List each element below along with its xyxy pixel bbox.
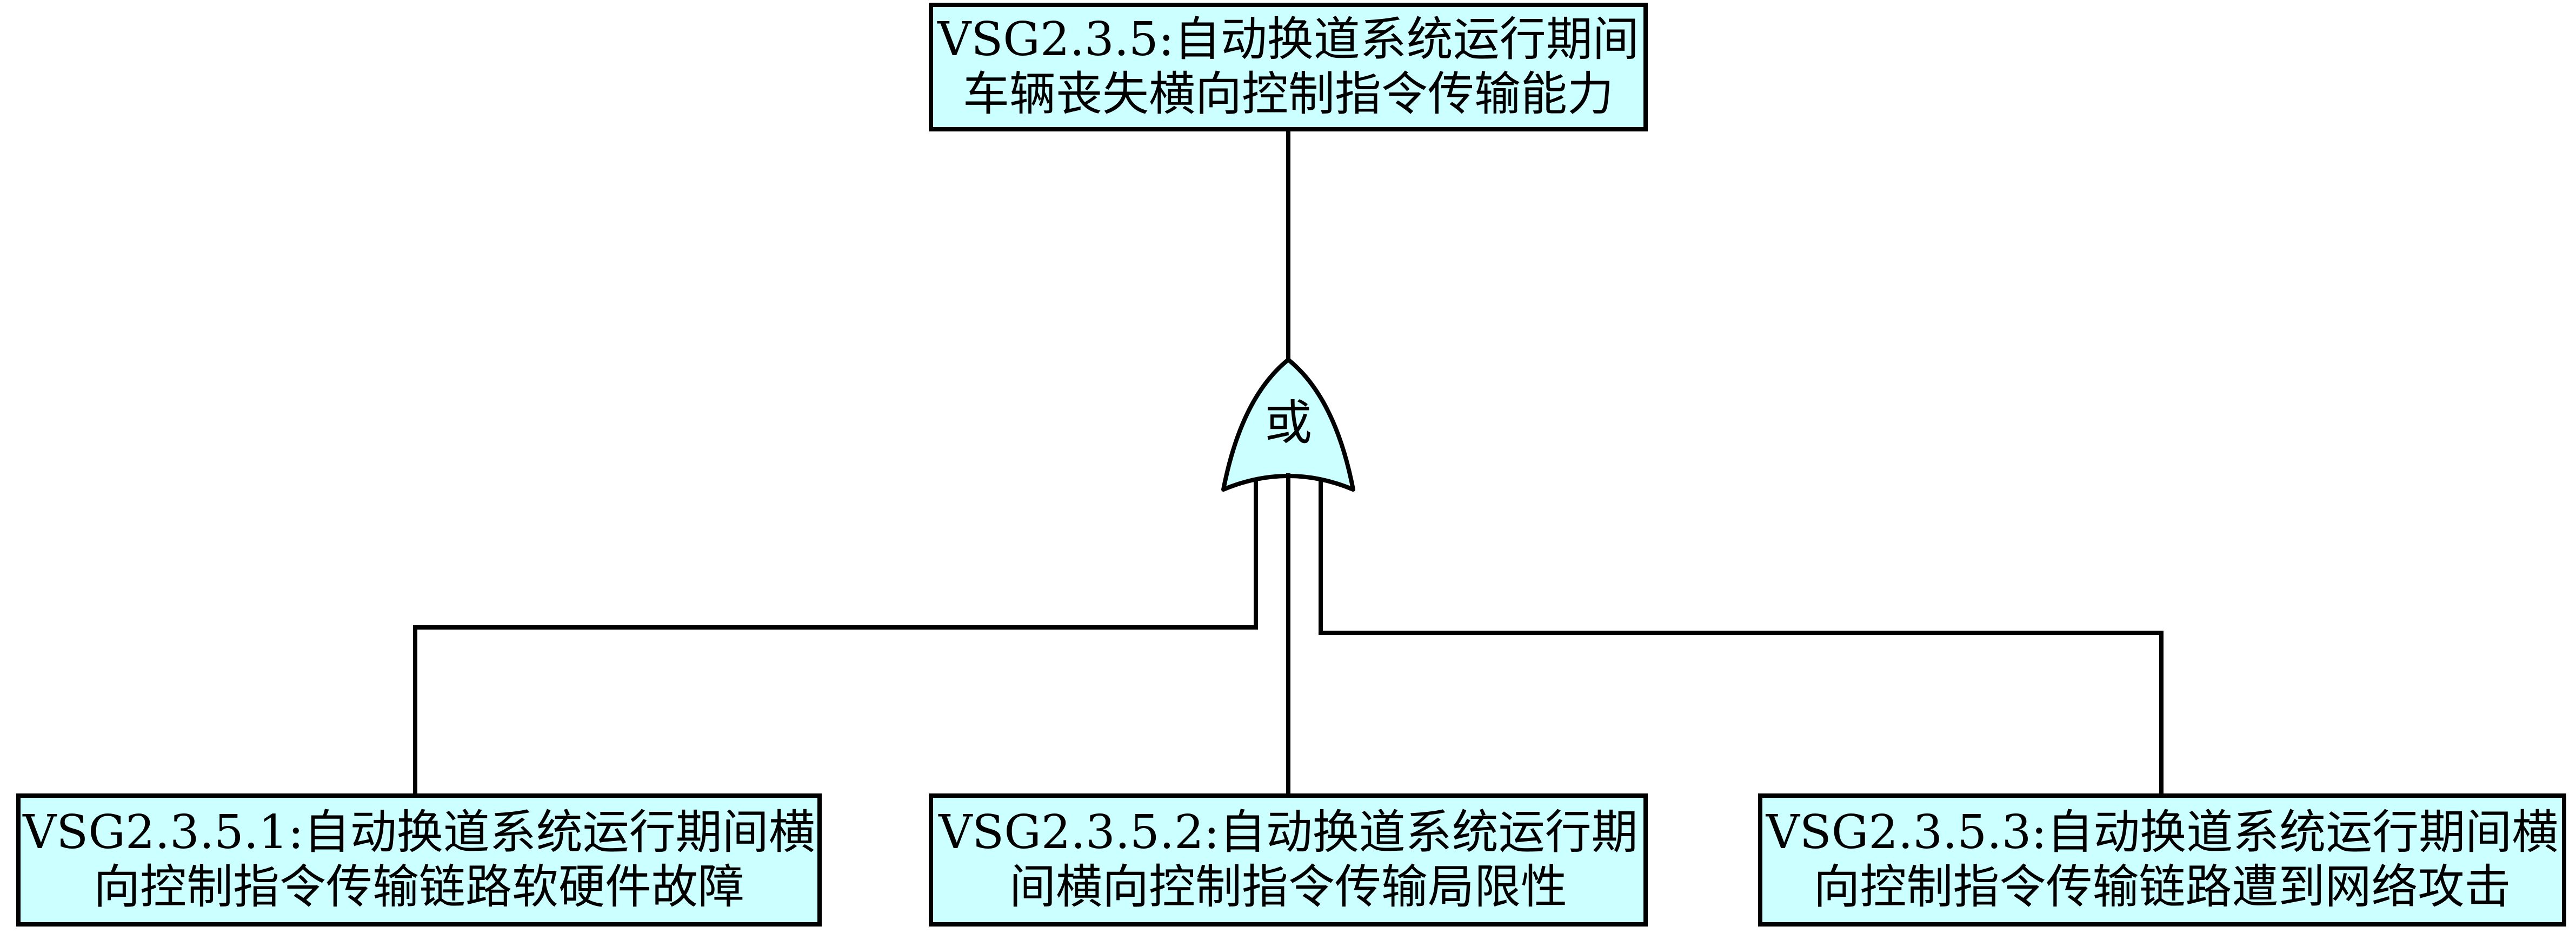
top-event-box: VSG2.3.5:自动换道系统运行期间 车辆丧失横向控制指令传输能力: [929, 3, 1648, 131]
top-event-text-line-1: VSG2.3.5:自动换道系统运行期间: [937, 12, 1639, 67]
connector-gate-to-event-3: [1319, 479, 2164, 793]
basic-event-box-2: VSG2.3.5.2:自动换道系统运行期 间横向控制指令传输局限性: [929, 793, 1648, 927]
or-gate: 或: [1221, 358, 1355, 492]
basic-event-3-text-line-2: 向控制指令传输链路遭到网络攻击: [1813, 860, 2511, 914]
or-gate-label: 或: [1264, 395, 1312, 451]
basic-event-3-text-line-1: VSG2.3.5.3:自动换道系统运行期间横: [1766, 805, 2559, 859]
connector-gate-to-event-1: [413, 479, 1258, 793]
top-event-text-line-2: 车辆丧失横向控制指令传输能力: [963, 67, 1614, 121]
basic-event-2-text-line-2: 间横向控制指令传输局限性: [1009, 860, 1567, 914]
basic-event-box-3: VSG2.3.5.3:自动换道系统运行期间横 向控制指令传输链路遭到网络攻击: [1758, 793, 2566, 927]
basic-event-1-text-line-2: 向控制指令传输链路软硬件故障: [94, 860, 744, 914]
basic-event-2-text-line-1: VSG2.3.5.2:自动换道系统运行期: [938, 805, 1638, 859]
basic-event-1-text-line-1: VSG2.3.5.1:自动换道系统运行期间横: [23, 805, 815, 859]
basic-event-box-1: VSG2.3.5.1:自动换道系统运行期间横 向控制指令传输链路软硬件故障: [16, 793, 822, 927]
